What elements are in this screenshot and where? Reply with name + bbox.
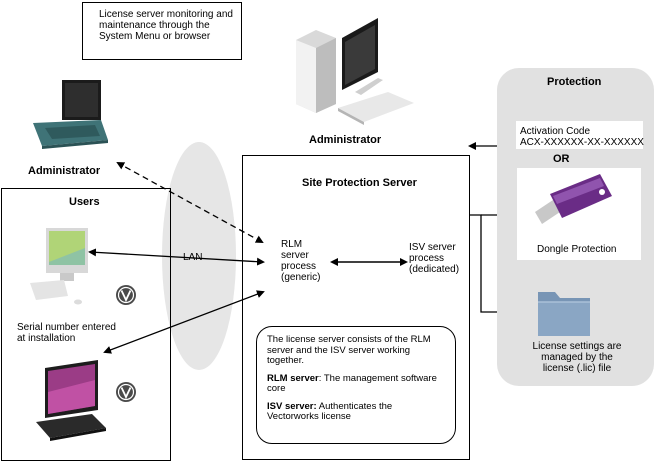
- user1-link-arrow: [88, 248, 265, 266]
- info-rlm-desc: : The management software core: [267, 372, 437, 394]
- info-intro: The license server consists of the RLM s…: [267, 334, 431, 366]
- desktop-tower-icon: [296, 18, 414, 125]
- administrator-left-label: Administrator: [28, 165, 101, 177]
- rlm-line4: (generic): [281, 272, 321, 283]
- isv-line1: ISV server: [409, 242, 456, 253]
- imac-icon: [30, 228, 88, 305]
- isv-process-label: ISV server process (dedicated): [409, 242, 459, 275]
- info-rlm: RLM server: The management software core: [267, 372, 445, 395]
- license-line2: managed by the: [541, 352, 613, 363]
- admin-link-arrow: [116, 162, 264, 243]
- activation-code-panel: [516, 121, 643, 149]
- info-isv-desc: Authenticates the Vectorworks license: [267, 400, 393, 422]
- activation-code-label: Activation Code: [520, 126, 591, 137]
- rlm-line3: process: [281, 261, 317, 272]
- laptop-icon: [33, 80, 108, 149]
- info-isv-label: ISV server:: [267, 400, 317, 412]
- license-settings-text: License settings are managed by the lice…: [527, 341, 627, 374]
- imac-icon: [36, 360, 106, 441]
- serial-text-line1: Serial number entered: [17, 322, 116, 333]
- license-line1: License settings are: [532, 341, 622, 352]
- users-title: Users: [69, 196, 100, 208]
- info-isv: ISV server: Authenticates the Vectorwork…: [267, 400, 445, 423]
- folder-icon: [538, 292, 590, 336]
- monitoring-note: License server monitoring and maintenanc…: [82, 2, 242, 60]
- serial-text-line2: at installation: [17, 333, 76, 344]
- rlm-line2: server: [281, 250, 309, 261]
- or-label: OR: [553, 153, 570, 165]
- license-line3: license (.lic) file: [542, 363, 612, 374]
- activation-code-value: ACX-XXXXXX-XX-XXXXXX: [520, 137, 644, 148]
- administrator-top-label: Administrator: [309, 134, 382, 146]
- protection-title: Protection: [547, 76, 602, 88]
- lan-label: LAN: [183, 252, 203, 263]
- rlm-line1: RLM: [281, 239, 303, 250]
- site-protection-server-box: [242, 155, 470, 460]
- info-rlm-label: RLM server: [267, 372, 319, 384]
- users-box: [1, 188, 171, 461]
- site-server-title: Site Protection Server: [302, 177, 417, 189]
- usb-dongle-icon: [535, 174, 612, 224]
- isv-line3: (dedicated): [409, 264, 460, 275]
- server-info-box: The license server consists of the RLM s…: [256, 326, 456, 444]
- vectorworks-logo-icon: [116, 382, 136, 402]
- dongle-label: Dongle Protection: [537, 244, 617, 255]
- rlm-process-label: RLM server process (generic): [281, 239, 320, 283]
- monitoring-note-text: License server monitoring and maintenanc…: [99, 9, 233, 42]
- isv-line2: process: [409, 253, 445, 264]
- user2-link-arrow: [103, 290, 265, 354]
